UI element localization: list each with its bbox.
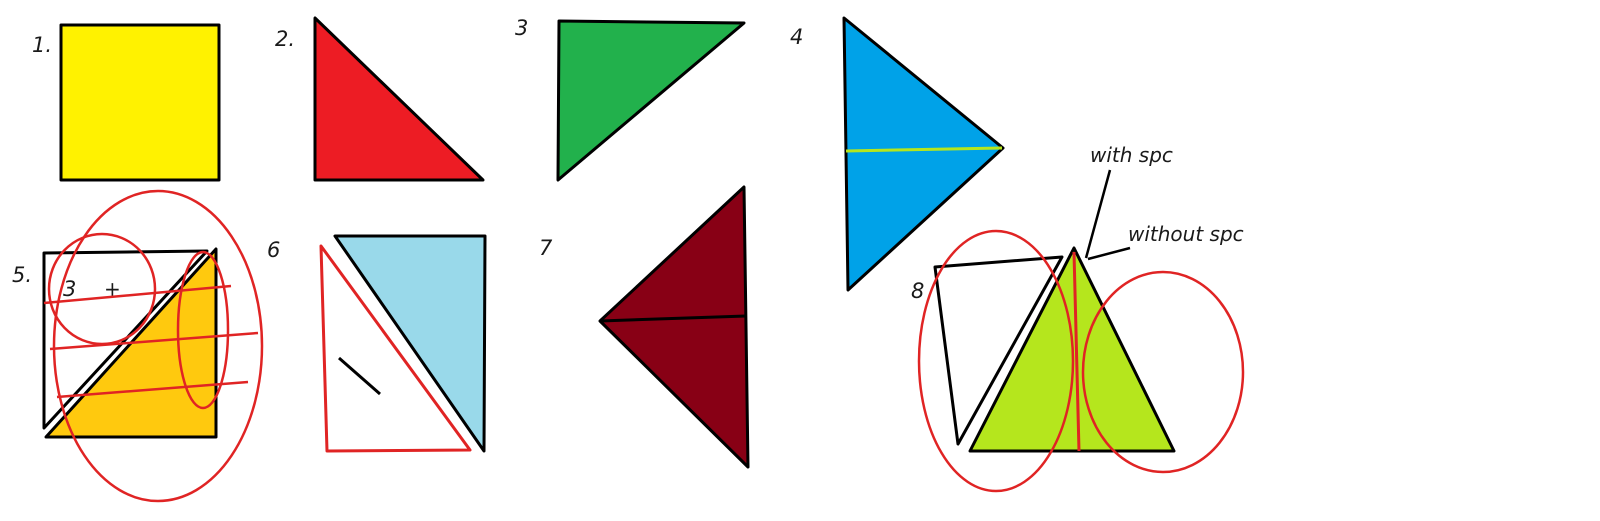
shape-5-right-ellipse-annotation [176,250,230,410]
shape-1-group: 1. [32,23,221,182]
label-5: 5. [12,263,32,287]
shape-7-divider [599,314,747,323]
shape-3-group: 3 [515,16,746,182]
shape-8-right-ellipse-annotation [1081,270,1245,474]
shape-5-inner-label: 3 [63,277,76,301]
shape-8-left-ellipse-annotation [917,229,1075,493]
shape-6-red-outline-triangle [319,244,472,453]
shape-8-left-outline-triangle [933,255,1064,446]
shape-5-hatch-line-2 [49,331,259,351]
label-8: 8 [911,279,924,303]
shape-2-group: 2. [275,16,485,182]
shape-5-group: 5. 3 + [12,189,264,503]
shape-6-lightblue-triangle [333,234,487,453]
shape-4-midline [845,146,1003,153]
shape-7-group: 7 [539,185,750,469]
shape-2-red-triangle [313,16,485,182]
shape-3-green-triangle [556,19,746,182]
shape-5-plus-sign: + [104,277,121,301]
with-spc-pointer [1084,169,1112,259]
shape-5-hatch-line-3 [56,380,249,399]
label-2: 2. [275,27,295,51]
shape-8-group: 8 with spc without spc [911,143,1245,493]
without-spc-note: without spc [1128,222,1244,246]
shape-8-vertical-annotation [1072,251,1081,452]
label-3: 3 [515,16,528,40]
label-4: 4 [790,25,803,49]
label-7: 7 [539,236,553,260]
shape-7-darkred-triangle [598,185,750,469]
shape-5-hatch-line-1 [43,284,232,305]
label-6: 6 [267,238,280,262]
shape-4-blue-triangle [842,16,1005,292]
shape-5-large-ellipse-annotation [52,189,264,503]
shape-4-group: 4 [790,16,1005,292]
label-1: 1. [32,33,52,57]
shape-6-group: 6 [267,234,487,453]
shape-1-yellow-square [59,23,221,182]
with-spc-note: with spc [1090,143,1173,167]
without-spc-pointer [1087,246,1131,261]
shape-6-black-stroke [338,356,381,396]
